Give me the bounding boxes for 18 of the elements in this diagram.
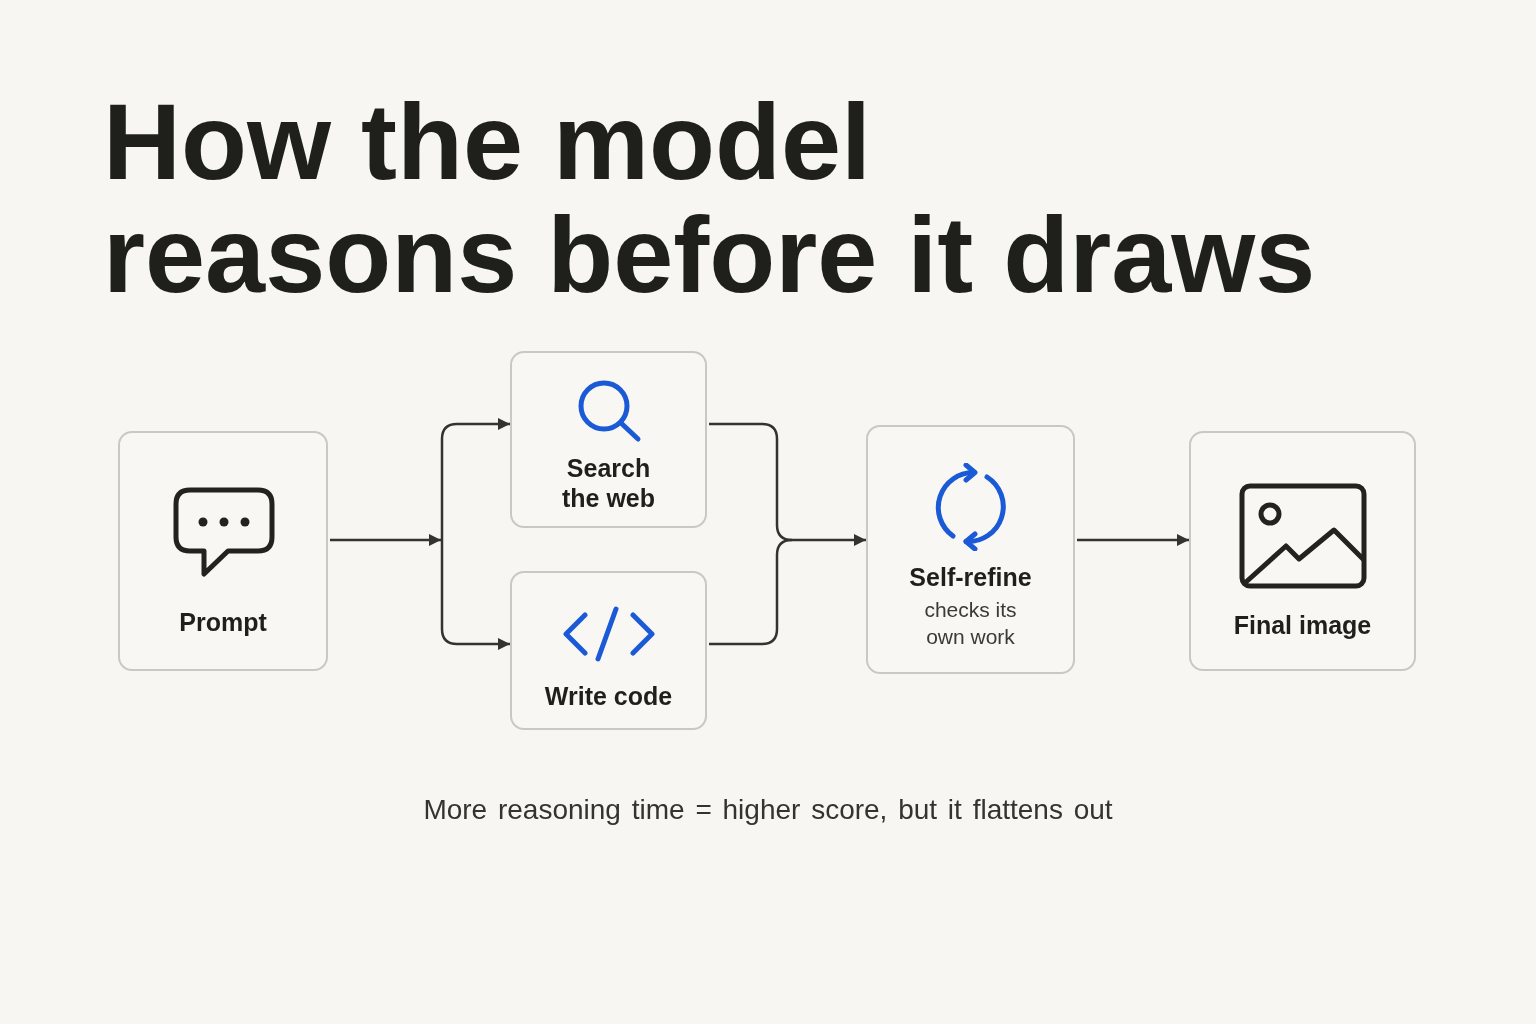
arrow <box>330 534 441 546</box>
process-box <box>1189 431 1416 671</box>
process-box <box>510 571 707 730</box>
process-box <box>866 425 1075 674</box>
node-label: Self-refine <box>909 562 1032 592</box>
node-label: Final image <box>1233 610 1372 640</box>
arrow <box>440 540 510 650</box>
title: How the model reasons before it draws <box>103 85 1316 311</box>
process-box <box>510 351 707 528</box>
node-label: Prompt <box>179 607 267 637</box>
node-caption: checks its own work <box>923 597 1018 650</box>
arrow <box>1077 534 1189 546</box>
node-label: Search the web <box>560 453 657 513</box>
arrow <box>792 534 866 546</box>
note-text: More reasoning time = higher score, but it flattens out <box>423 793 1113 826</box>
node-label: Write code <box>544 681 673 711</box>
process-box <box>118 431 328 671</box>
arrow <box>440 418 510 540</box>
